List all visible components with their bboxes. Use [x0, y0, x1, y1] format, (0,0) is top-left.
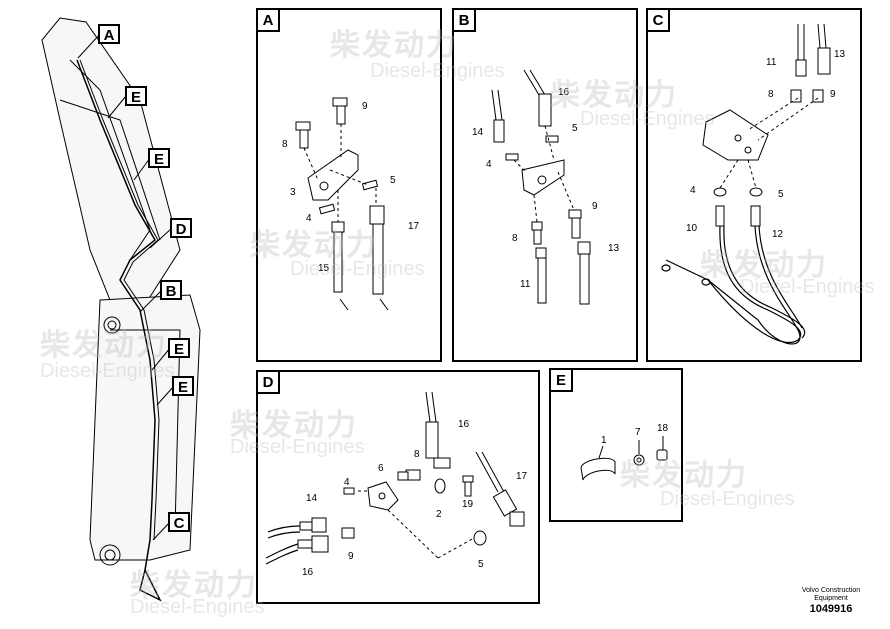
panel-a: A 9 8 3 5 4 17: [256, 8, 442, 362]
callout-e-2: E: [148, 148, 170, 168]
b-num-8: 8: [512, 233, 518, 244]
b-num-11: 11: [520, 279, 531, 290]
panel-d-label: D: [258, 372, 280, 394]
d-num-9: 9: [348, 551, 354, 562]
b-num-4: 4: [486, 159, 492, 170]
panel-d-drawing: [265, 391, 525, 565]
callout-e-4: E: [172, 376, 194, 396]
panel-b-drawing: [491, 69, 591, 305]
c-num-5: 5: [778, 189, 784, 200]
a-num-15: 15: [318, 263, 330, 274]
d-num-16a: 16: [458, 419, 470, 430]
b-num-9: 9: [592, 201, 598, 212]
panel-e-drawing: [580, 436, 668, 481]
callout-e-3: E: [168, 338, 190, 358]
b-num-5: 5: [572, 123, 578, 134]
panel-b-label: B: [454, 10, 476, 32]
b-num-14: 14: [472, 127, 484, 138]
c-num-4: 4: [690, 185, 696, 196]
callout-d: D: [170, 218, 192, 238]
callout-c: C: [168, 512, 190, 532]
panel-b: B 16 14 5 4 9 8 13 11: [452, 8, 638, 362]
panel-c-drawing: [661, 23, 831, 345]
d-num-6: 6: [378, 463, 384, 474]
a-num-17: 17: [408, 221, 420, 232]
a-num-5: 5: [390, 175, 396, 186]
d-num-8: 8: [414, 449, 420, 460]
d-num-19: 19: [462, 499, 474, 510]
c-num-10: 10: [686, 223, 698, 234]
a-num-9: 9: [362, 101, 368, 112]
panel-c: C: [646, 8, 862, 362]
footer-line-2: Equipment: [814, 595, 848, 602]
footer-brand: Volvo Construction Equipment: [790, 587, 872, 603]
panel-e-label: E: [551, 370, 573, 392]
e-num-18: 18: [657, 423, 669, 434]
d-num-5: 5: [478, 559, 484, 570]
panel-c-label: C: [648, 10, 670, 32]
panel-a-label: A: [258, 10, 280, 32]
b-num-13: 13: [608, 243, 620, 254]
d-num-16b: 16: [302, 567, 314, 578]
d-num-2: 2: [436, 509, 442, 520]
c-num-8: 8: [768, 89, 774, 100]
callout-b: B: [160, 280, 182, 300]
c-num-11: 11: [766, 57, 777, 68]
a-num-8: 8: [282, 139, 288, 150]
callout-a: A: [98, 24, 120, 44]
e-num-7: 7: [635, 427, 641, 438]
c-num-12: 12: [772, 229, 784, 240]
panel-d: D: [256, 370, 540, 604]
e-num-1: 1: [601, 435, 607, 446]
a-num-3: 3: [290, 187, 296, 198]
b-num-16: 16: [558, 87, 570, 98]
d-num-17: 17: [516, 471, 528, 482]
footer-line-1: Volvo Construction: [801, 587, 861, 594]
a-num-4: 4: [306, 213, 312, 224]
panel-e: E 1 7 18: [549, 368, 683, 522]
callout-e-1: E: [125, 86, 147, 106]
d-num-4: 4: [344, 477, 350, 488]
c-num-9: 9: [830, 89, 836, 100]
document-number: 1049916: [809, 603, 853, 615]
d-num-14: 14: [306, 493, 318, 504]
panel-a-drawing: [295, 97, 389, 311]
c-num-13: 13: [834, 49, 846, 60]
